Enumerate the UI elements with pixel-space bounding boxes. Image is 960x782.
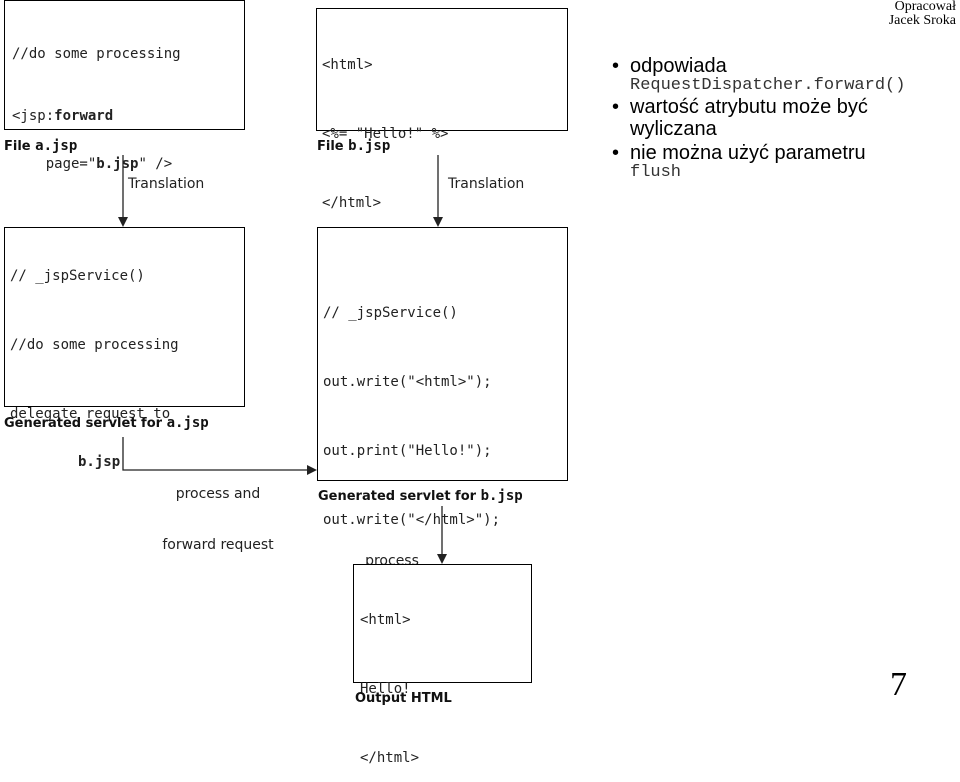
- b-jsp-line-1: <html>: [322, 57, 373, 73]
- output-line-2: Hello!: [360, 681, 411, 697]
- a-jsp-code: //do some processing <jsp:forward page="…: [12, 14, 181, 188]
- servlet-a-line-3: delegate request to: [10, 406, 171, 422]
- a-jsp-line-3: page="b.jsp" />: [12, 156, 173, 172]
- bullet-icon: •: [612, 96, 620, 118]
- output-line-3: </html>: [360, 750, 420, 766]
- servlet-b-line-1: // _jspService(): [323, 305, 458, 321]
- output-html-caption: Output HTML: [355, 691, 452, 706]
- author-credit: Opracował Jacek Sroka: [889, 0, 956, 28]
- b-jsp-line-3: </html>: [322, 195, 382, 211]
- servlet-b-line-3: out.print("Hello!");: [323, 443, 492, 459]
- a-jsp-line-1: //do some processing: [12, 46, 181, 62]
- bullet-1-text: odpowiada: [630, 55, 727, 77]
- bullet-1-code: RequestDispatcher.forward(): [630, 76, 906, 95]
- b-jsp-code: <html> <%= "Hello!" %> </html>: [322, 25, 448, 227]
- servlet-a-code: // _jspService() //do some processing de…: [10, 236, 179, 486]
- servlet-a-box: [4, 227, 245, 407]
- servlet-a-line-2: //do some processing: [10, 337, 179, 353]
- servlet-b-code: // _jspService() out.write("<html>"); ou…: [323, 273, 500, 544]
- bullet-list: • odpowiada RequestDispatcher.forward() …: [612, 55, 952, 183]
- file-a-jsp-box: [4, 0, 245, 130]
- bullet-icon: •: [612, 142, 620, 164]
- bullet-2-text: wartość atrybutu może być wyliczana: [630, 96, 868, 140]
- translation-label-b: Translation: [448, 176, 525, 192]
- diagram-arrows: [118, 155, 447, 564]
- bullet-3-text: nie można użyć parametru: [630, 142, 866, 164]
- servlet-a-caption: Generated servlet for a.jsp: [4, 415, 209, 431]
- arrow-forward-request: [122, 437, 317, 475]
- b-jsp-line-2: <%= "Hello!" %>: [322, 126, 449, 142]
- bullet-item-3: • nie można użyć parametru flush: [612, 142, 952, 181]
- servlet-b-box: [317, 227, 568, 481]
- bullet-item-1: • odpowiada RequestDispatcher.forward(): [612, 55, 952, 94]
- translation-label-a: Translation: [128, 176, 205, 192]
- bullet-3-code: flush: [630, 163, 682, 182]
- file-a-jsp-caption: File a.jsp: [4, 138, 78, 154]
- bullet-icon: •: [612, 55, 620, 77]
- servlet-b-line-2: out.write("<html>");: [323, 374, 492, 390]
- servlet-a-line-4: b.jsp: [78, 454, 121, 470]
- servlet-a-line-1: // _jspService(): [10, 268, 145, 284]
- output-code: <html> Hello! </html>: [360, 580, 419, 782]
- a-jsp-line-2: <jsp:forward: [12, 108, 114, 124]
- forward-request-label: process and forward request: [148, 452, 288, 571]
- servlet-b-caption: Generated servlet for b.jsp: [318, 488, 523, 504]
- bullet-item-2: • wartość atrybutu może być wyliczana: [612, 96, 952, 140]
- file-b-jsp-caption: File b.jsp: [317, 138, 391, 154]
- credit-line-1: Opracował: [894, 0, 956, 14]
- forward-label-line-2: forward request: [162, 537, 274, 553]
- output-html-box: [353, 564, 532, 683]
- servlet-b-line-4: out.write("</html>");: [323, 512, 501, 528]
- output-line-1: <html>: [360, 612, 411, 628]
- credit-line-2: Jacek Sroka: [888, 13, 956, 28]
- forward-label-line-1: process and: [175, 486, 261, 502]
- file-b-jsp-box: [316, 8, 568, 131]
- page-number: 7: [890, 666, 907, 703]
